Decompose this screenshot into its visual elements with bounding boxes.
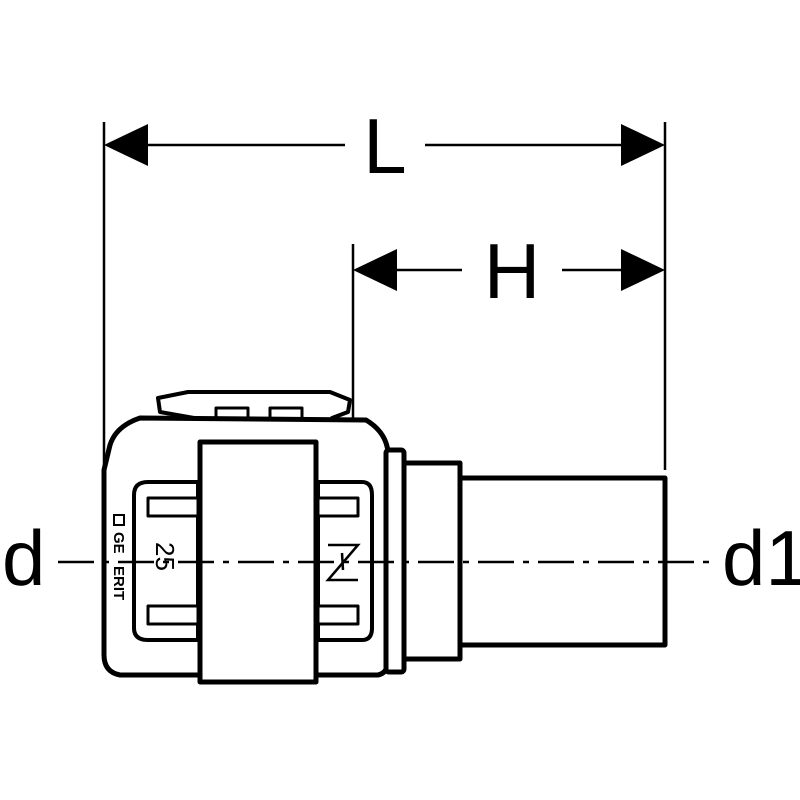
- arrow-right-icon: [621, 124, 665, 166]
- dimension-h: H: [353, 227, 665, 315]
- dimension-l: L: [104, 102, 665, 190]
- arrow-left-icon: [353, 249, 397, 291]
- rib-left-bottom: [146, 604, 200, 626]
- side-marking: GE ERIT 25: [110, 514, 180, 600]
- dimension-l-label: L: [363, 102, 406, 190]
- marking-square: [113, 514, 125, 526]
- diameter-label-d1: d1: [722, 514, 800, 602]
- dimension-h-label: H: [484, 227, 540, 315]
- rib-right-bottom: [316, 604, 360, 626]
- brand-marking-top: GE: [110, 532, 127, 554]
- size-marking: 25: [150, 542, 180, 571]
- brand-marking-bottom: ERIT: [110, 566, 127, 600]
- rib-left-top: [146, 496, 200, 518]
- fitting-body: [101, 390, 668, 685]
- diameter-label-d: d: [2, 514, 45, 602]
- rib-right-top: [316, 496, 360, 518]
- arrow-right-icon: [621, 249, 665, 291]
- arrow-left-icon: [104, 124, 148, 166]
